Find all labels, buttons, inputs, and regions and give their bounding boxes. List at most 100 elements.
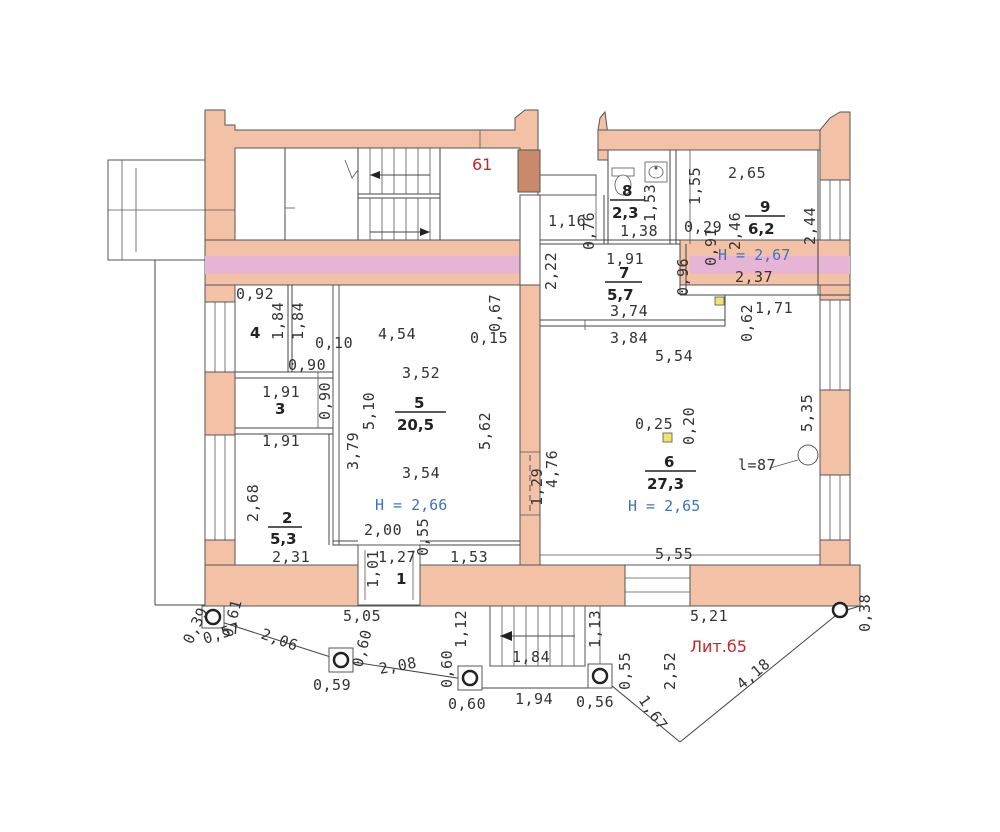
dim: 3,74 [610, 302, 648, 320]
dim: 3,84 [610, 329, 648, 347]
dim: 1,67 [635, 692, 672, 734]
room-1-number: 1 [396, 570, 406, 588]
dim: 1,01 [364, 550, 382, 588]
dim: 0,59 [313, 676, 351, 694]
right-windows [624, 179, 851, 607]
dim: 5,54 [655, 347, 693, 365]
support-posts [201, 601, 849, 691]
dim: 0,62 [738, 304, 756, 342]
room-6-area: 27,3 [647, 475, 684, 493]
dim: 2,08 [378, 654, 419, 678]
left-windows [204, 301, 236, 541]
dim: 0,92 [236, 285, 274, 303]
room-7-number: 7 [619, 264, 629, 282]
room-5-number: 5 [414, 394, 424, 412]
room-2-area: 5,3 [270, 530, 297, 548]
room-9-area: 6,2 [748, 220, 775, 238]
dim: 2,46 [726, 212, 744, 250]
dim: 0,60 [448, 695, 486, 713]
dim: 0,10 [315, 334, 353, 352]
dim: 1,94 [515, 690, 553, 708]
room-labels: 1 2 5,3 3 4 5 20,5 6 27,3 7 5,7 8 2,3 9 … [250, 182, 785, 588]
dim: 0,20 [680, 407, 698, 445]
room-5-area: 20,5 [397, 416, 434, 434]
dim: 5,55 [655, 545, 693, 563]
dim: 1,91 [606, 250, 644, 268]
dim: 4,54 [378, 325, 416, 343]
dim: 0,55 [414, 518, 432, 556]
dim: 0,96 [674, 258, 692, 296]
dim: 3,79 [344, 432, 362, 470]
dim: 1,12 [452, 610, 470, 648]
room-3-number: 3 [275, 400, 285, 418]
dim: 1,29 [528, 468, 546, 506]
canopy-outline [204, 605, 861, 743]
left-porch [107, 159, 206, 606]
room-2-number: 2 [282, 509, 292, 527]
dim: 0,91 [702, 228, 720, 266]
dim: 1,84 [269, 302, 287, 340]
dim: 4,18 [733, 655, 774, 693]
dim: 0,60 [438, 650, 456, 688]
dim: 5,62 [476, 412, 494, 450]
dim: 0,90 [288, 356, 326, 374]
radius-label: l=87 [738, 456, 776, 474]
dimensions: 0,92 0,10 4,54 0,15 0,90 1,91 1,91 3,52 … [236, 164, 793, 713]
dim: 0,67 [486, 294, 504, 332]
partitions [235, 150, 850, 606]
dim: 1,84 [512, 648, 550, 666]
dim: 0,29 [684, 218, 722, 236]
staircase [205, 130, 481, 240]
dim: 4,76 [543, 450, 561, 488]
dim: 2,37 [735, 268, 773, 286]
room-9-number: 9 [760, 198, 770, 216]
room-5-height: H = 2,66 [375, 496, 447, 514]
room-8-area: 2,3 [612, 204, 639, 222]
room-7-area: 5,7 [607, 286, 634, 304]
radius-marker [769, 444, 819, 469]
dim: 1,53 [641, 184, 659, 222]
dim: 2,22 [542, 252, 560, 290]
room-6-number: 6 [664, 453, 674, 471]
dim: 5,10 [360, 392, 378, 430]
dim: 2,65 [728, 164, 766, 182]
toilet-icon [611, 167, 635, 196]
dim: 1,13 [586, 610, 604, 648]
dim: 3,52 [402, 364, 440, 382]
dim: 2,31 [272, 548, 310, 566]
dim: 0,25 [635, 415, 673, 433]
dim: 0,15 [470, 329, 508, 347]
dim: 2,68 [244, 484, 262, 522]
dim: 0,90 [316, 382, 334, 420]
dim: 1,91 [262, 383, 300, 401]
height-labels: H = 2,66 H = 2,65 H = 2,67 6 1 Лит.б5 l=8… [375, 155, 790, 656]
dim: 0,60 [348, 628, 375, 669]
dim: 2,00 [364, 521, 402, 539]
dim: 0,55 [616, 652, 634, 690]
dim: 2,44 [801, 207, 819, 245]
litera-label: Лит.б5 [690, 637, 747, 656]
dim: 2,06 [259, 625, 301, 655]
room-9-height: H = 2,67 [718, 246, 790, 264]
dim: 2,52 [661, 652, 679, 690]
room-4-number: 4 [250, 324, 260, 342]
dim: 1,38 [620, 222, 658, 240]
dim: 1,16 [548, 212, 586, 230]
dim: 1,53 [450, 548, 488, 566]
dim: 0,76 [580, 212, 598, 250]
sink-icon [644, 161, 668, 183]
dim: 1,55 [686, 167, 704, 205]
dim: 0,56 [576, 693, 614, 711]
dim: 5,05 [343, 607, 381, 625]
dim: 3,54 [402, 464, 440, 482]
dim: 0,38 [856, 594, 874, 632]
dim: 1,91 [262, 432, 300, 450]
dim: 1,84 [289, 302, 307, 340]
front-stair [465, 605, 600, 689]
dim: 1,71 [755, 299, 793, 317]
dim: 5,21 [690, 607, 728, 625]
room-6-height: H = 2,65 [628, 497, 700, 515]
dim: 1,27 [378, 548, 416, 566]
room-8-number: 8 [622, 182, 632, 200]
